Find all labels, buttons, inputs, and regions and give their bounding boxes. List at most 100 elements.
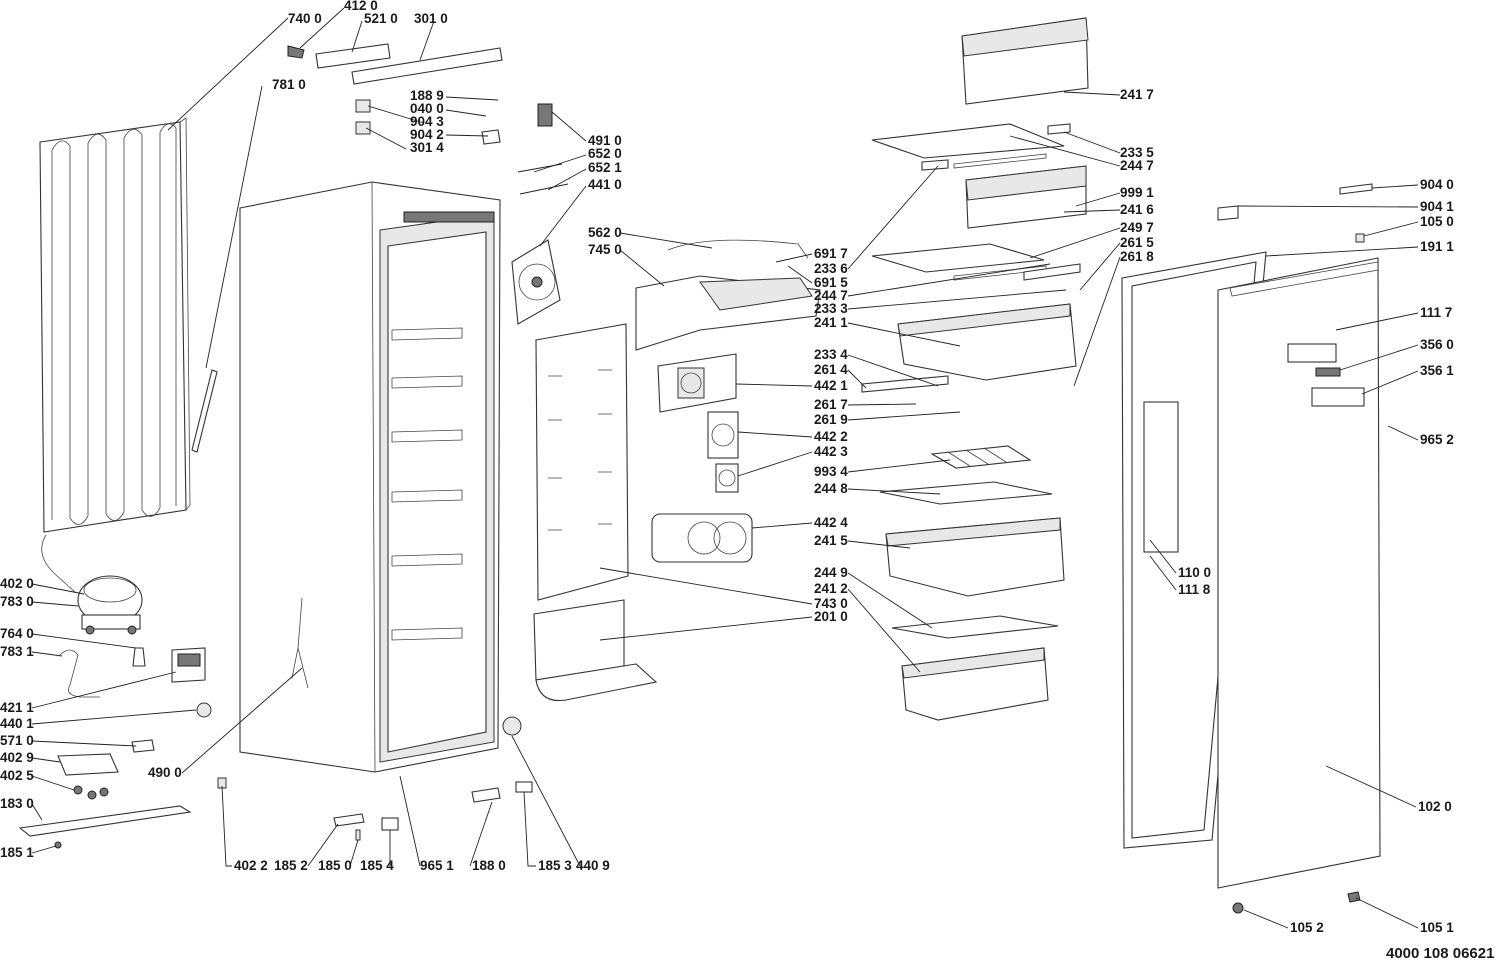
grid-shelf-993-4 xyxy=(930,445,1032,469)
label-965-1: 965 1 xyxy=(420,858,454,873)
label-261-7: 261 7 xyxy=(814,397,848,412)
freezer-drawer-241-5 xyxy=(885,517,1065,597)
label-241-1: 241 1 xyxy=(814,315,848,330)
label-652-0: 652 0 xyxy=(588,146,622,161)
label-745-0: 745 0 xyxy=(588,242,622,257)
hinge-904-0 xyxy=(1339,183,1373,195)
label-191-1: 191 1 xyxy=(1420,239,1454,254)
label-783-1: 783 1 xyxy=(0,644,34,659)
hinge-491-0 xyxy=(537,103,553,127)
label-356-1: 356 1 xyxy=(1420,363,1454,378)
label-356-0: 356 0 xyxy=(1420,337,1454,352)
label-965-2: 965 2 xyxy=(1420,432,1454,447)
refrigerator-cabinet xyxy=(239,181,501,773)
drain-tube xyxy=(191,369,218,453)
label-261-9: 261 9 xyxy=(814,412,848,427)
grommet-440-9 xyxy=(502,716,522,736)
label-244-7: 244 7 xyxy=(814,288,848,303)
label-261-5: 261 5 xyxy=(1120,235,1154,250)
label-904-0: 904 0 xyxy=(1420,177,1454,192)
label-244-8: 244 8 xyxy=(814,481,848,496)
foot-105-1 xyxy=(1347,891,1361,903)
label-105-2: 105 2 xyxy=(1290,920,1324,935)
label-521-0: 521 0 xyxy=(364,11,398,26)
label-491-0: 491 0 xyxy=(588,133,622,148)
fan-housing-441-0 xyxy=(511,239,561,325)
label-185-4: 185 4 xyxy=(360,858,394,873)
label-233-3: 233 3 xyxy=(814,301,848,316)
label-233-6: 233 6 xyxy=(814,261,848,276)
label-442-1: 442 1 xyxy=(814,378,848,393)
control-relay-box xyxy=(171,647,206,683)
electronic-board xyxy=(315,43,391,69)
label-111-7: 111 7 xyxy=(1420,305,1452,320)
label-441-0: 441 0 xyxy=(588,177,622,192)
label-185-2: 185 2 xyxy=(274,858,308,873)
label-110-0: 110 0 xyxy=(1178,565,1211,580)
label-412-0: 412 0 xyxy=(344,0,378,13)
label-111-8: 111 8 xyxy=(1178,582,1211,597)
door-handle-110-0 xyxy=(1143,401,1179,553)
door-102-0 xyxy=(1217,257,1381,889)
middle-bin-241-6 xyxy=(965,165,1087,229)
label-233-5: 233 5 xyxy=(1120,145,1154,160)
filter-dryer xyxy=(132,647,146,667)
wire-harness-783-1 xyxy=(59,649,100,698)
label-743-0: 743 0 xyxy=(814,596,848,611)
label-490-0: 490 0 xyxy=(148,765,182,780)
label-781-0: 781 0 xyxy=(272,77,306,92)
label-993-4: 993 4 xyxy=(814,464,848,479)
rail-249-7 xyxy=(1023,263,1081,281)
label-241-7: 241 7 xyxy=(1120,87,1154,102)
freezer-drawer-241-2 xyxy=(901,647,1049,721)
label-571-0: 571 0 xyxy=(0,733,34,748)
clip-185-3 xyxy=(515,781,533,793)
trim-244-7 xyxy=(953,153,1047,169)
upper-bin-241-7 xyxy=(961,17,1089,105)
bottom-bracket xyxy=(18,805,192,837)
label-562-0: 562 0 xyxy=(588,225,622,240)
label-904-3: 904 3 xyxy=(410,114,444,129)
grommet-421-1 xyxy=(196,702,212,718)
label-102-0: 102 0 xyxy=(1418,799,1452,814)
label-440-9: 440 9 xyxy=(576,858,610,873)
label-188-0: 188 0 xyxy=(472,858,506,873)
label-188-9: 188 9 xyxy=(410,88,444,103)
label-652-1: 652 1 xyxy=(588,160,622,175)
label-442-4: 442 4 xyxy=(814,515,848,530)
label-185-0: 185 0 xyxy=(318,858,352,873)
label-442-2: 442 2 xyxy=(814,429,848,444)
crisper-drawer-241-1 xyxy=(897,303,1077,381)
label-402-0: 402 0 xyxy=(0,576,34,591)
label-764-0: 764 0 xyxy=(0,626,34,641)
rail-261-4 xyxy=(861,375,949,393)
glass-shelf-244-9 xyxy=(891,615,1059,639)
pad-301-4 xyxy=(355,121,371,135)
label-040-0: 040 0 xyxy=(410,101,444,116)
control-panel-356-1 xyxy=(1311,387,1365,407)
label-201-0: 201 0 xyxy=(814,609,848,624)
top-cover-301-0 xyxy=(351,47,503,85)
glass-shelf-244-7 xyxy=(871,243,1045,273)
drip-tray xyxy=(57,753,119,776)
label-249-7: 249 7 xyxy=(1120,220,1154,235)
foot-105-2 xyxy=(1232,902,1244,914)
label-999-1: 999 1 xyxy=(1120,185,1154,200)
label-783-0: 783 0 xyxy=(0,594,34,609)
label-185-3: 185 3 xyxy=(538,858,572,873)
hinge-904-2 xyxy=(481,129,501,145)
power-cord xyxy=(291,597,309,689)
drain-channel-201-0 xyxy=(533,599,658,702)
fan-cover-442-4 xyxy=(651,513,753,563)
evaporator-module xyxy=(635,239,821,351)
label-241-5: 241 5 xyxy=(814,533,848,548)
cover-185-2 xyxy=(333,813,365,827)
glass-shelf-233-5 xyxy=(871,123,1065,159)
fan-442-1 xyxy=(657,353,737,413)
document-code: 4000 108 06621 xyxy=(1386,945,1494,961)
label-301-0: 301 0 xyxy=(414,11,448,26)
label-233-4: 233 4 xyxy=(814,347,848,362)
heater-652 xyxy=(517,163,569,195)
hinge-233-6 xyxy=(921,159,949,171)
